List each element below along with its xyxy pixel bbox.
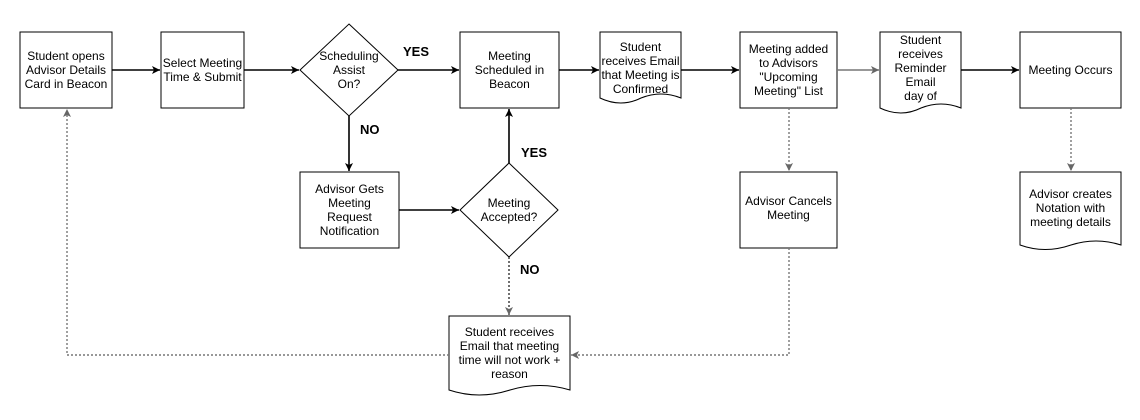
meeting-accepted-label: Meeting Accepted? — [480, 196, 538, 224]
meeting-occurs-label: Meeting Occurs — [1028, 63, 1113, 77]
meeting-occurs-box — [1019, 31, 1122, 109]
advisor-request-notification-label: Advisor Gets Meeting Request Notificatio… — [315, 182, 384, 238]
accepted-yes-label: YES — [521, 145, 548, 160]
advisor-notation-document — [1019, 171, 1122, 250]
advisor-request-notification-box — [299, 171, 400, 249]
email-confirmed-label: Student receives Email that Meeting is C… — [601, 40, 680, 96]
student-opens-card-label: Student opens Advisor Details Card in Be… — [24, 49, 108, 91]
added-upcoming-list-label: Meeting added to Advisors "Upcoming Meet… — [748, 42, 829, 98]
advisor-cancels-label: Advisor Cancels Meeting — [745, 194, 832, 222]
email-will-not-work-document — [448, 315, 571, 396]
email-will-not-work-label: Student receives Email that meeting time… — [458, 325, 561, 381]
meeting-scheduled-box — [459, 31, 560, 109]
arrow-email-back-to-open-card — [63, 109, 449, 356]
student-opens-card-box — [19, 31, 113, 109]
reminder-email-label: Student receives Reminder Email day of — [894, 33, 947, 103]
select-meeting-time-label: Select Meeting Time & Submit — [162, 56, 243, 84]
scheduling-assist-label: Scheduling Assist On? — [319, 49, 379, 91]
reminder-email-document — [879, 31, 962, 114]
assist-yes-label: YES — [403, 44, 430, 59]
select-meeting-time-box — [160, 31, 245, 109]
assist-no-label: NO — [360, 122, 380, 137]
email-confirmed-document — [599, 31, 682, 104]
arrow-cancels-to-email — [571, 248, 790, 359]
meeting-scheduled-label: Meeting Scheduled in Beacon — [474, 49, 545, 91]
advisor-notation-label: Advisor creates Notation with meeting de… — [1029, 187, 1112, 229]
accepted-no-label: NO — [520, 262, 540, 277]
